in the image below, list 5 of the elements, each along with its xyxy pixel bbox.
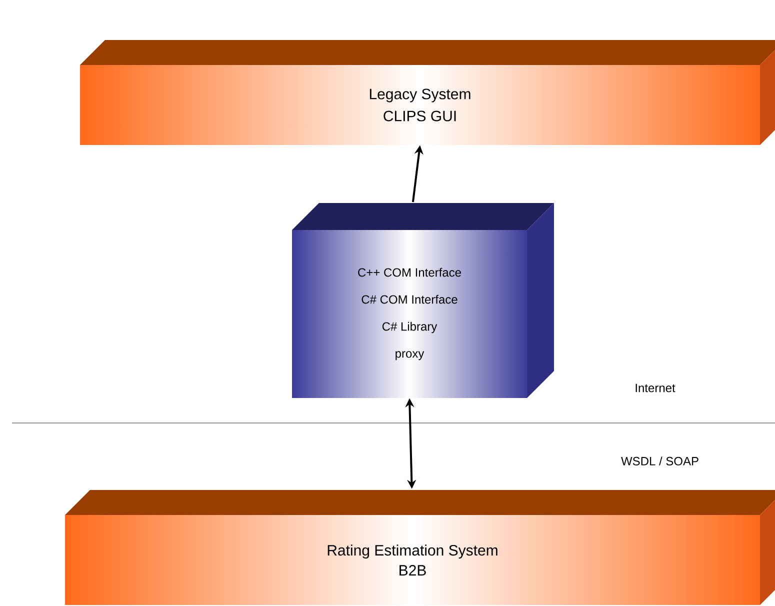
system-block: Rating Estimation System B2B bbox=[65, 490, 775, 605]
network-label: Internet bbox=[636, 384, 676, 392]
network-label: WSDL / SOAP bbox=[621, 456, 698, 466]
interface-block: C++ COM Interface C# COM Interface C# Library proxy bbox=[292, 203, 554, 398]
system-block: Legacy System CLIPS GUI bbox=[80, 40, 775, 145]
